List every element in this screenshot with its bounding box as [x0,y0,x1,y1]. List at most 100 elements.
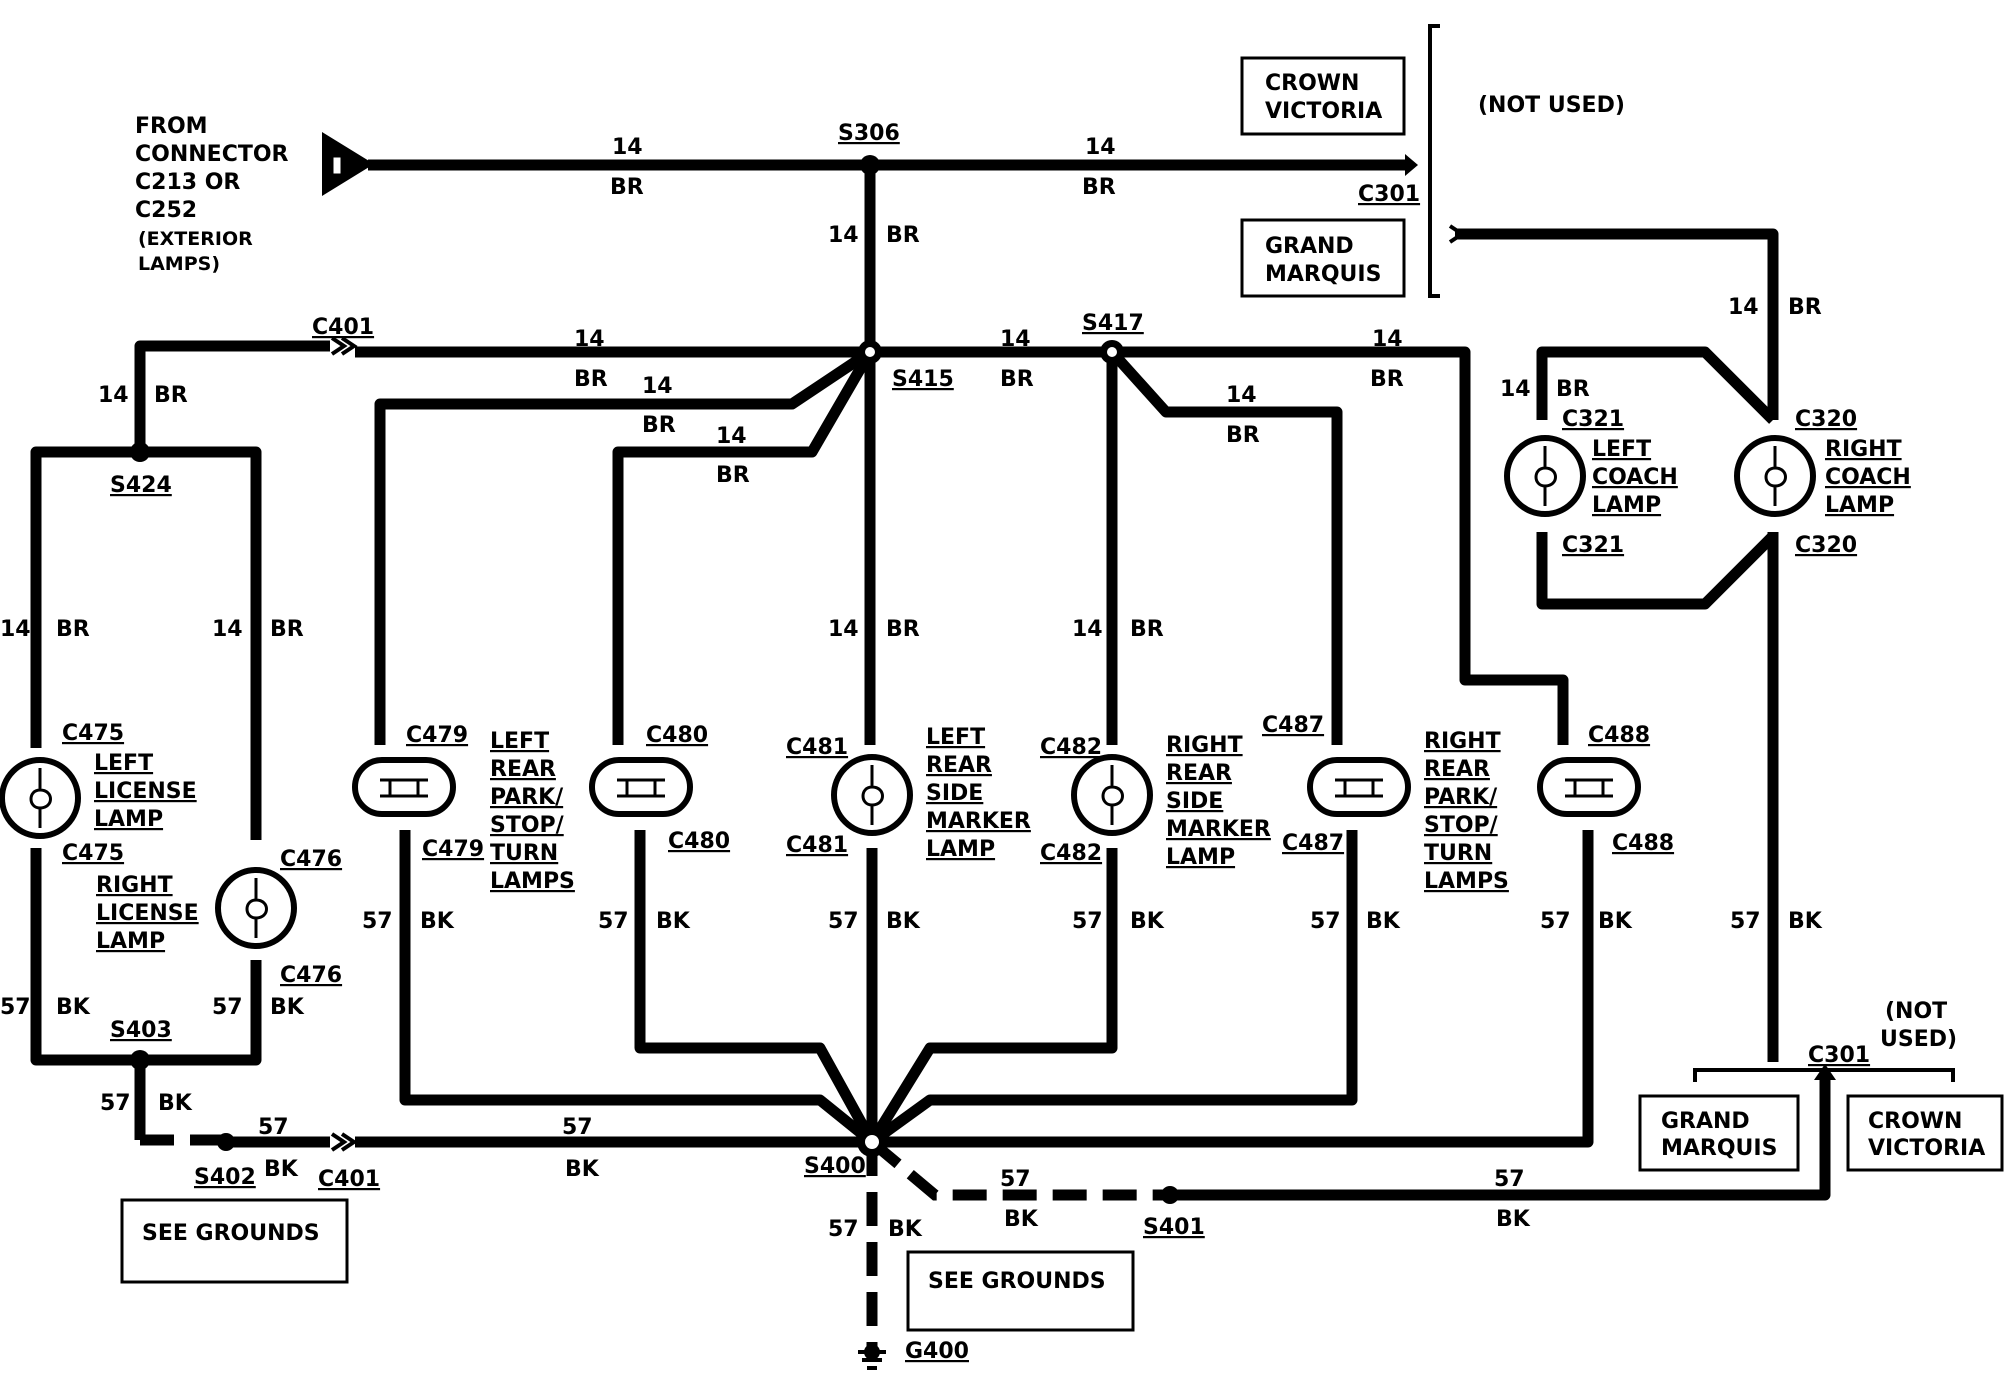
crown-victoria-bottom-1: CROWN [1868,1109,1962,1134]
gauge-label: 57 [828,909,859,934]
s402-label: S402 [194,1165,256,1190]
color-label: BR [1082,175,1116,200]
gauge-label: 14 [1728,295,1759,320]
s424-dot [130,442,150,462]
gauge-label: 14 [1500,377,1531,402]
s306-label: S306 [838,121,900,146]
g400-label: G400 [905,1339,969,1364]
s402-dot [217,1133,235,1151]
right-coach-label-1: RIGHT [1825,437,1902,462]
left-coach-label-1: LEFT [1592,437,1651,462]
c320-upper-label: C320 [1795,407,1857,432]
right-license-lamp-label-2: LICENSE [96,901,199,926]
right-coach-label-3: LAMP [1825,493,1894,518]
c301-upper-label: C301 [1358,182,1420,207]
gauge-label: 57 [598,909,629,934]
right-side-marker-label-3: SIDE [1166,789,1223,814]
wire-s400-s401-dashed [868,1137,1170,1201]
left-side-marker-label-5: LAMP [926,837,995,862]
crown-victoria-box-top [1240,56,1406,136]
wire-s415-c480 [612,349,875,745]
c482-lower-label: C482 [1040,841,1102,866]
not-used-top: (NOT USED) [1478,93,1625,118]
connector-labels: C401 C401 C301 C301 C321 C321 C320 C320 … [62,182,1870,1192]
source-line-4: C252 [135,198,197,223]
ground-symbol-icon [858,1344,886,1370]
wire-s415-c479 [374,347,874,745]
not-used-bottom-1: (NOT [1885,999,1947,1024]
c401-upper-mark-icon [330,336,358,356]
color-label: BK [565,1157,600,1182]
source-connector: FROM CONNECTOR C213 OR C252 (EXTERIOR LA… [135,114,374,275]
gauge-label: 14 [1072,617,1103,642]
left-side-marker-label-3: SIDE [926,781,983,806]
left-license-lamp-label-1: LEFT [94,751,153,776]
wire-c488-s400 [872,830,1594,1148]
gauge-label: 14 [212,617,243,642]
left-license-lamp-label-2: LICENSE [94,779,197,804]
gauge-label: 57 [1494,1167,1525,1192]
s403-dot [130,1050,150,1070]
left-side-marker-label-2: REAR [926,753,992,778]
wire-s401-c301 [1170,1070,1831,1201]
left-coach-lamp-icon [1504,435,1586,517]
see-grounds-box-center [906,1250,1135,1332]
gauge-label: 57 [100,1091,131,1116]
left-license-lamp-label-3: LAMP [94,807,163,832]
gauge-label: 14 [98,383,129,408]
color-label: BK [1496,1207,1531,1232]
crown-victoria-top-2: VICTORIA [1265,99,1382,124]
c476-lower-label: C476 [280,963,342,988]
s417-label: S417 [1082,311,1144,336]
source-line-1: FROM [135,114,208,139]
color-label: BR [56,617,90,642]
color-label: BK [1366,909,1401,934]
left-rear-park-label-2: REAR [490,757,556,782]
c321-upper-label: C321 [1562,407,1624,432]
crown-victoria-bottom-2: VICTORIA [1868,1136,1985,1161]
left-rear-park-label-3: PARK/ [490,785,564,810]
c475-upper-label: C475 [62,721,124,746]
gauge-label: 57 [0,995,31,1020]
c487-upper-label: C487 [1262,713,1324,738]
right-coach-lamp-icon [1734,435,1816,517]
left-rear-park-label-1: LEFT [490,729,549,754]
left-coach-label-2: COACH [1592,465,1678,490]
color-label: BR [154,383,188,408]
gauge-label: 14 [828,223,859,248]
color-label: BK [270,995,305,1020]
c481-lower-label: C481 [786,833,848,858]
c480-upper-label: C480 [646,723,708,748]
c487-lamp-icon [1307,757,1411,817]
gauge-label: 14 [612,135,643,160]
c487-lower-label: C487 [1282,831,1344,856]
color-label: BK [264,1157,299,1182]
gauge-label: 14 [1372,327,1403,352]
c481-upper-label: C481 [786,735,848,760]
left-side-marker-label-4: MARKER [926,809,1031,834]
right-side-marker-label-4: MARKER [1166,817,1271,842]
right-rear-park-label-4: STOP/ [1424,813,1499,838]
c475-lower-label: C475 [62,841,124,866]
grand-marquis-bottom-1: GRAND [1661,1109,1750,1134]
c301-upper-mark-icon [1448,224,1466,244]
s401-label: S401 [1143,1215,1205,1240]
source-pin-icon [333,157,341,174]
right-side-marker-label-5: LAMP [1166,845,1235,870]
color-label: BR [1556,377,1590,402]
c482-upper-label: C482 [1040,735,1102,760]
gauge-label: 14 [828,617,859,642]
c479-lamp-icon [352,757,456,817]
color-label: BR [886,617,920,642]
left-license-lamp-icon [0,757,81,839]
oval-lamps [352,757,1641,817]
color-label: BR [610,175,644,200]
color-label: BR [574,367,608,392]
c320-lower-label: C320 [1795,533,1857,558]
splice-labels: S306 S415 S417 S424 S403 S402 S400 S401 [110,121,1205,1240]
see-grounds-left: SEE GROUNDS [142,1221,320,1246]
right-rear-side-marker-lamp-icon [1071,754,1153,836]
color-label: BR [1370,367,1404,392]
right-rear-park-label-5: TURN [1424,841,1492,866]
